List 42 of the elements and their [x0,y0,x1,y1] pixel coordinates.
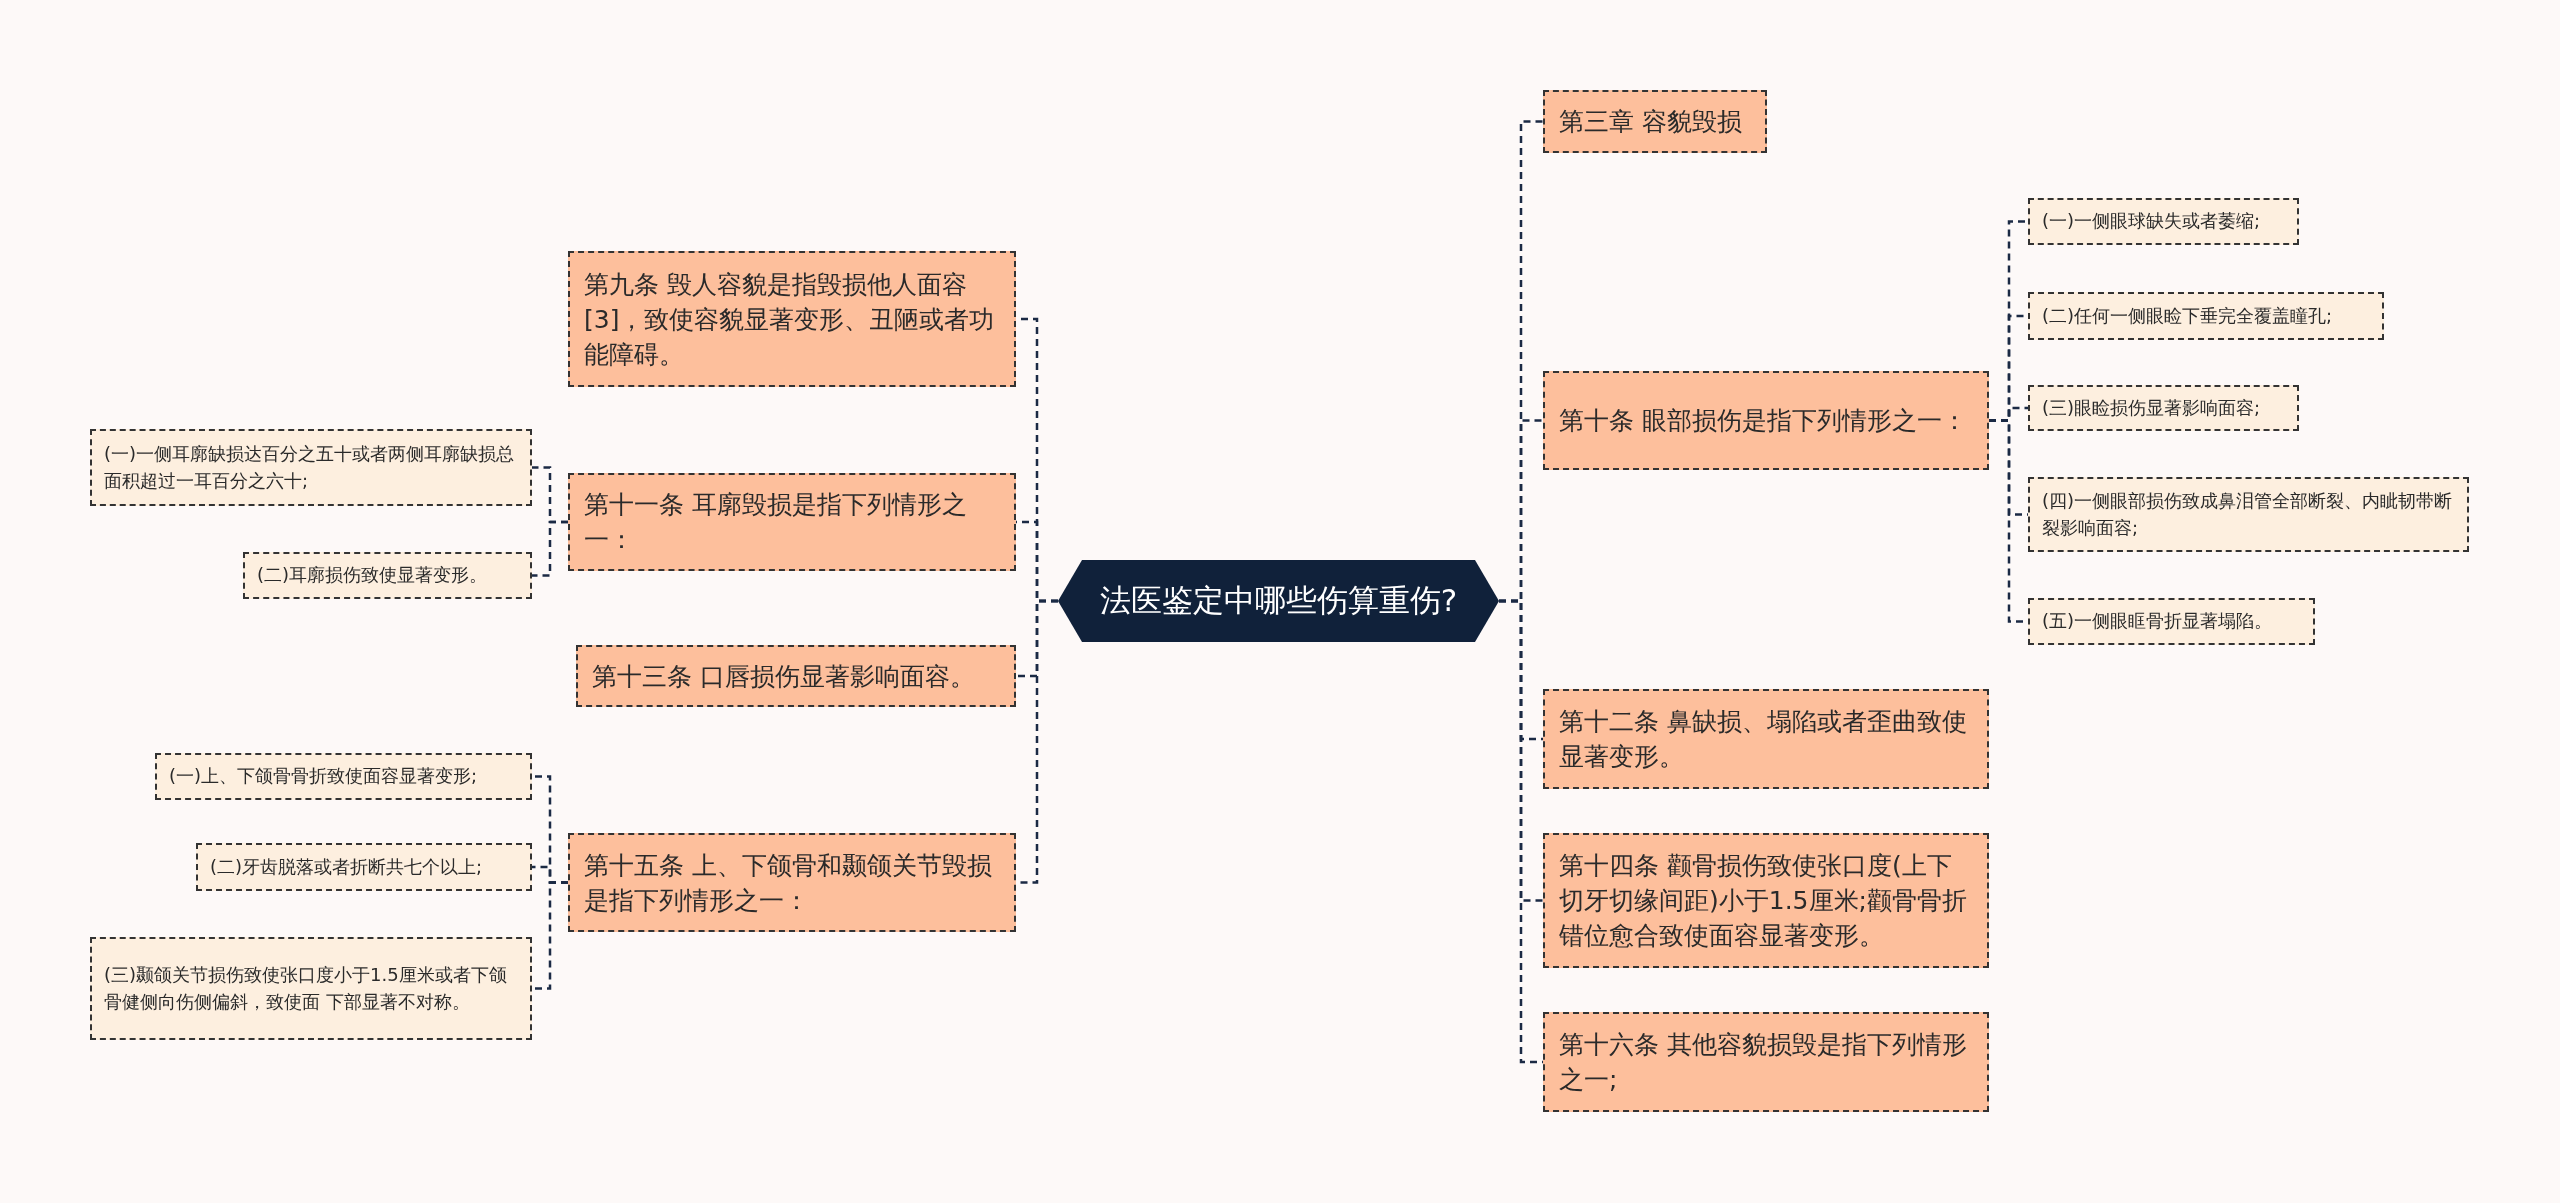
article-box [1543,1012,1989,1112]
clause-text: (五)一侧眼眶骨折显著塌陷。 [2042,609,2273,634]
article-box [1543,689,1989,789]
clause-box [2028,477,2469,552]
clause-text: (一)上、下颌骨骨折致使面容显著变形; [169,764,478,789]
clause-box [90,937,532,1040]
clause-text: (四)一侧眼部损伤致成鼻泪管全部断裂、内眦韧带断裂影响面容; [2042,489,2454,540]
clause-text: (三)颞颌关节损伤致使张口度小于1.5厘米或者下颌骨健侧向伤侧偏斜，致使面 下部显著不对称。 [104,963,508,1014]
clause-box [243,552,532,599]
connector-line [532,881,568,990]
article-text: 第十条 眼部损伤是指下列情形之一： [1559,405,1967,437]
article-box [1543,833,1989,968]
clause-text: (三)眼睑损伤显著影响面容; [2042,395,2261,420]
article-text: 第十四条 颧骨损伤致使张口度(上下切牙切缘间距)小于1.5厘米;颧骨骨折错位愈合致使面容显著变形。 [1559,850,1968,952]
article-box [568,251,1016,387]
article-box [568,833,1016,932]
topic-hexagon [1058,560,1499,642]
clause-text: (一)一侧眼球缺失或者萎缩; [2042,209,2261,234]
article-text: 第十一条 耳廓毁损是指下列情形之一： [584,489,968,556]
article-text: 第十五条 上、下颌骨和颞颌关节毁损是指下列情形之一： [584,849,993,917]
article-text: 第三章 容貌毁损 [1559,106,1742,138]
article-text: 第十三条 口唇损伤显著影响面容。 [592,660,975,693]
clause-box [90,429,532,506]
article-box [1543,371,1989,470]
connector-line [532,520,568,577]
clause-box [196,843,532,891]
topic-title: 法医鉴定中哪些伤算重伤? [1099,581,1458,620]
article-text: 第九条 毁人容貌是指毁损他人面容[3]，致使容貌显著变形、丑陋或者功能障碍。 [584,268,996,371]
article-box [1543,90,1767,153]
clause-box [2028,198,2299,245]
article-box [576,645,1016,707]
clause-text: (二)牙齿脱落或者折断共七个以上; [210,854,483,879]
clause-text: (二)任何一侧眼睑下垂完全覆盖瞳孔; [2042,303,2333,328]
clause-box [2028,598,2315,645]
clause-box [2028,292,2384,340]
clause-text: (二)耳廓损伤致使显著变形。 [257,563,488,588]
clause-text: (一)一侧耳廓缺损达百分之五十或者两侧耳廓缺损总面积超过一耳百分之六十; [104,442,516,493]
clause-box [155,753,532,800]
article-text: 第十六条 其他容貌损毁是指下列情形之一; [1559,1029,1968,1096]
article-text: 第十二条 鼻缺损、塌陷或者歪曲致使显著变形。 [1559,706,1968,773]
article-box [568,473,1016,571]
clause-box [2028,385,2299,431]
